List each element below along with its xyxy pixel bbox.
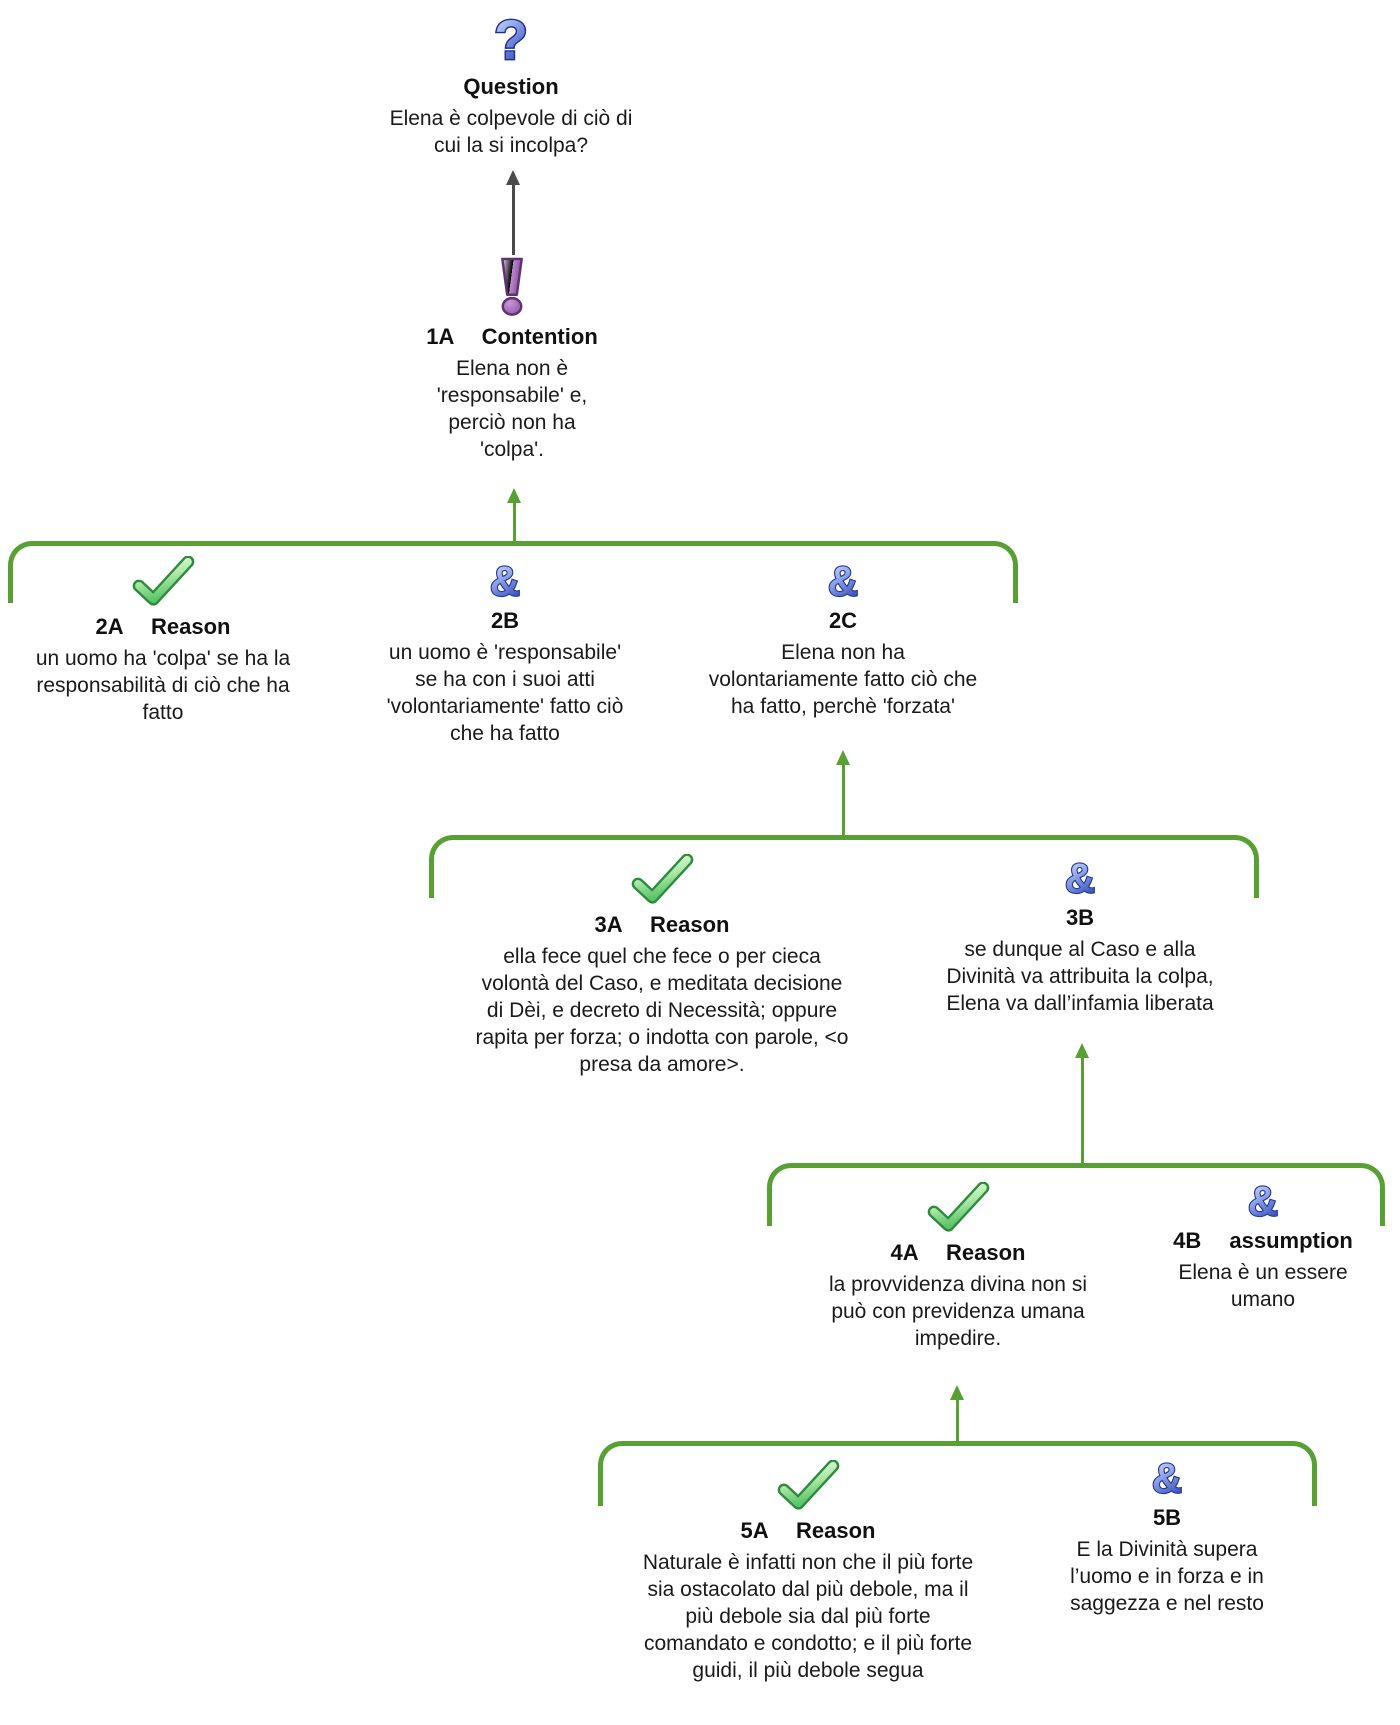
node-id: 3B [1065,905,1095,930]
arrow-stem [511,185,515,255]
node-title: 2A Reason [96,614,231,640]
support-bracket-level3 [429,835,1259,898]
node-title: 1A Contention [426,324,598,350]
node-text: Elena è un essere umano [1178,1261,1348,1311]
node-title: Question [463,74,558,100]
arrow-head [950,1385,964,1400]
node-id: 2C [828,608,858,633]
node-type-label: assumption [1229,1228,1353,1253]
check-icon [926,1182,990,1234]
node-id: 5A [740,1518,768,1543]
node-text: la provvidenza divina non si può con pre… [829,1273,1087,1350]
node-2b-copremise[interactable]: 2B un uomo è 'responsabile' se ha con i … [370,558,640,747]
arrow-bracket2-to-contention [507,488,521,542]
node-3a-reason[interactable]: 3A Reason ella fece quel che fece o per … [442,854,882,1078]
node-question[interactable]: Question Elena è colpevole di ciò di cui… [351,8,671,159]
arrow-head [1075,1043,1089,1058]
node-id: 1A [426,324,454,349]
node-id: 3A [594,912,622,937]
exclamation-icon [496,256,528,318]
node-text: E la Divinità supera l’uomo e in forza e… [1070,1538,1264,1615]
arrow-bracket4-to-3b [1075,1043,1089,1164]
arrow-head [506,170,520,185]
ampersand-icon [1060,855,1100,899]
node-id: 2A [95,614,123,639]
arrow-contention-to-question [506,170,520,255]
node-id: 4A [890,1240,918,1265]
node-id: 5B [1152,1505,1182,1530]
node-text: un uomo è 'responsabile' se ha con i suo… [386,641,624,745]
arrow-stem [1080,1058,1084,1164]
arrow-head [507,488,521,503]
node-text: Naturale è infatti non che il più forte … [642,1551,974,1682]
node-title: 4B assumption [1173,1228,1353,1254]
node-id: 2B [490,608,520,633]
node-3b-copremise[interactable]: 3B se dunque al Caso e alla Divinità va … [910,855,1250,1017]
node-text: ella fece quel che fece o per cieca volo… [475,945,849,1076]
node-type-label: Reason [649,912,730,937]
arrow-stem [512,503,516,542]
node-type-label: Reason [795,1518,876,1543]
node-text: Elena non ha volontariamente fatto ciò c… [708,641,978,718]
node-2a-reason[interactable]: 2A Reason un uomo ha 'colpa' se ha la re… [13,556,313,726]
node-id: 4B [1173,1228,1202,1253]
question-mark-icon [490,8,532,68]
check-icon [630,854,694,906]
arrow-bracket3-to-2c [836,750,850,836]
ampersand-icon [485,558,525,602]
check-icon [776,1460,840,1512]
node-5b-copremise[interactable]: 5B E la Divinità supera l’uomo e in forz… [1027,1455,1307,1617]
node-1a-contention[interactable]: 1A Contention Elena non è 'responsabile'… [392,256,632,463]
node-2c-copremise[interactable]: 2C Elena non ha volontariamente fatto ci… [688,558,998,720]
node-type-label: Reason [150,614,231,639]
node-text: Elena non è 'responsabile' e, perciò non… [436,357,588,461]
node-type-label: Contention [481,324,598,349]
node-text: un uomo ha 'colpa' se ha la responsabili… [35,647,291,724]
arrow-bracket5-to-4a [950,1385,964,1442]
support-bracket-level5 [598,1441,1317,1506]
support-bracket-level4 [767,1163,1385,1226]
check-icon [131,556,195,608]
node-4b-assumption[interactable]: 4B assumption Elena è un essere umano [1133,1178,1393,1313]
node-text: Elena è colpevole di ciò di cui la si in… [389,107,633,157]
node-type-label: Reason [945,1240,1026,1265]
node-title: 5A Reason [741,1518,876,1544]
arrow-stem [841,765,845,836]
ampersand-icon [1147,1455,1187,1499]
ampersand-icon [1243,1178,1283,1222]
node-title: 5B [1153,1505,1181,1531]
arrow-head [836,750,850,765]
arrow-stem [955,1400,959,1442]
node-4a-reason[interactable]: 4A Reason la provvidenza divina non si p… [788,1182,1128,1352]
node-title: 4A Reason [891,1240,1026,1266]
node-type-label: Question [463,74,559,99]
node-title: 3B [1066,905,1094,931]
node-title: 3A Reason [595,912,730,938]
ampersand-icon [823,558,863,602]
node-title: 2C [829,608,857,634]
support-bracket-level2 [8,541,1018,603]
node-title: 2B [491,608,519,634]
node-text: se dunque al Caso e alla Divinità va att… [946,938,1214,1015]
node-5a-reason[interactable]: 5A Reason Naturale è infatti non che il … [598,1460,1018,1684]
